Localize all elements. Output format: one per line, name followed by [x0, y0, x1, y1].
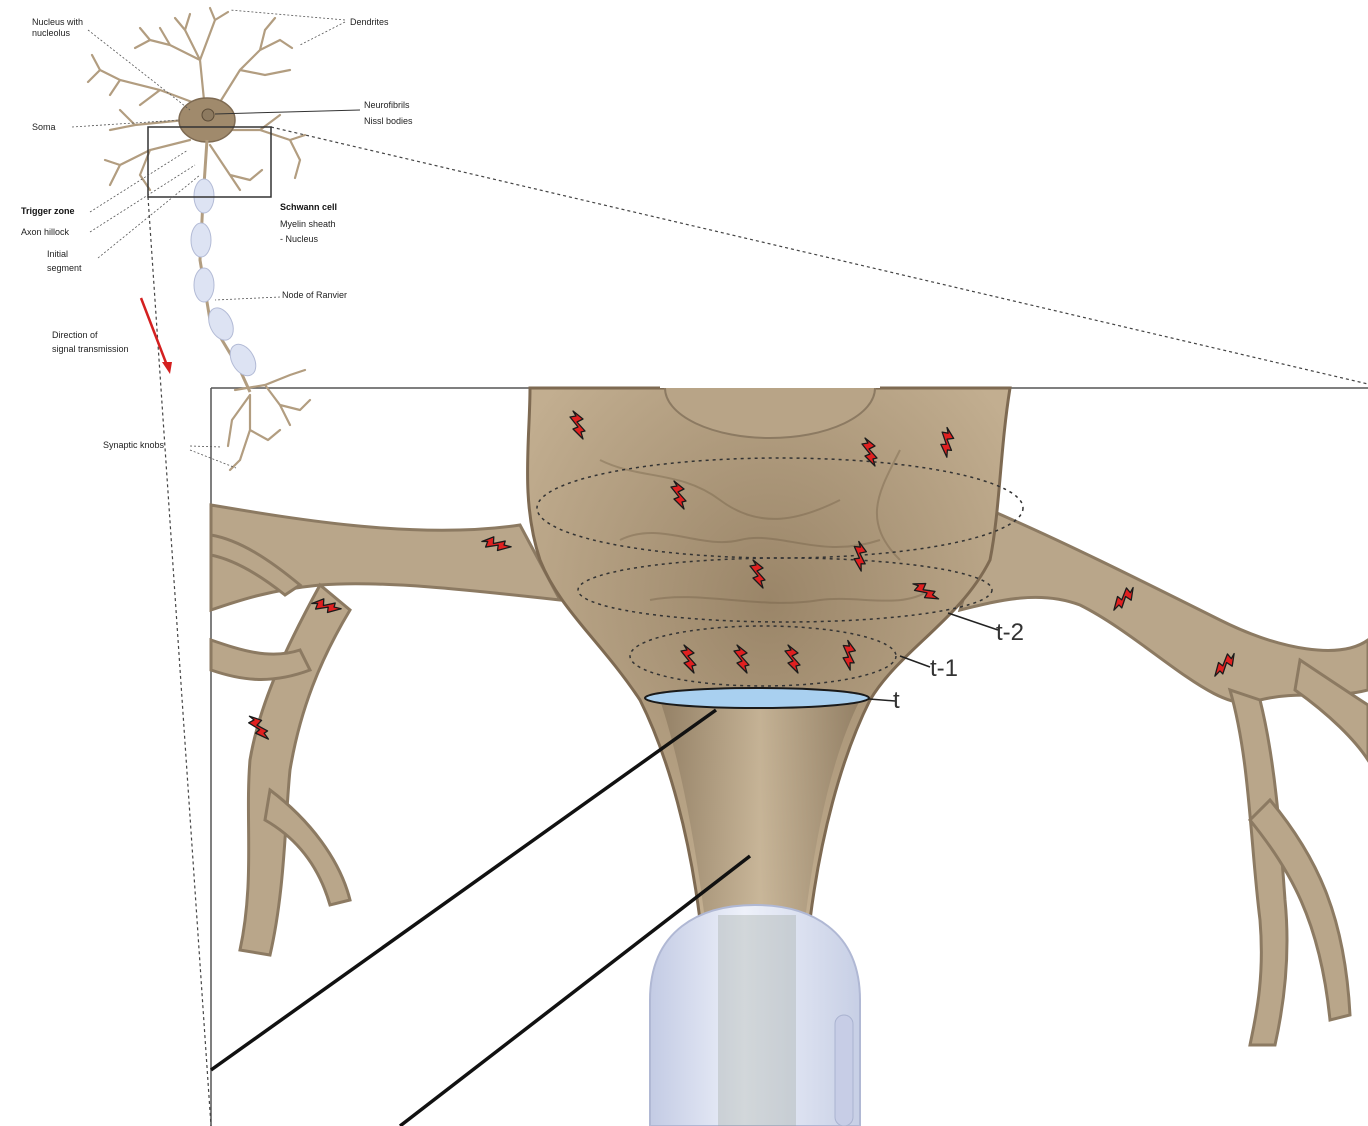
label-myelin-sheath: Myelin sheath	[280, 219, 336, 229]
zoomed-soma	[528, 330, 1011, 920]
zoomed-myelin-sheath	[650, 905, 860, 1126]
label-nucleolus: nucleolus	[32, 28, 71, 38]
label-signal-transmission: signal transmission	[52, 344, 129, 354]
label-t: t	[893, 687, 900, 714]
label-direction-of: Direction of	[52, 330, 98, 340]
label-schwann-cell: Schwann cell	[280, 202, 337, 212]
overview-nucleus	[202, 109, 214, 121]
label-trigger-zone: Trigger zone	[21, 206, 75, 216]
label-synaptic-knobs: Synaptic knobs	[103, 440, 165, 450]
label-soma: Soma	[32, 122, 56, 132]
label-axon-hillock: Axon hillock	[21, 227, 70, 237]
label-nucleus-with: Nucleus with	[32, 17, 83, 27]
zoom-panel: t-2 t-1 t	[211, 330, 1368, 1126]
label-t-minus-2: t-2	[996, 619, 1024, 646]
overview-neuron	[88, 8, 310, 470]
label-neurofibrils: Neurofibrils	[364, 100, 410, 110]
membrane-segment-t	[645, 688, 869, 708]
label-segment: segment	[47, 263, 82, 273]
label-node-of-ranvier: Node of Ranvier	[282, 290, 347, 300]
label-initial: Initial	[47, 249, 68, 259]
overview-myelin	[191, 179, 261, 380]
label-nissl-bodies: Nissl bodies	[364, 116, 413, 126]
label-nucleus: - Nucleus	[280, 234, 319, 244]
neurofibrils-leader	[215, 110, 360, 114]
red-arrow-icon	[141, 298, 172, 374]
label-t-minus-1: t-1	[930, 655, 958, 682]
label-dendrites: Dendrites	[350, 17, 389, 27]
overview-labels: Nucleus with nucleolus Dendrites Neurofi…	[21, 17, 413, 450]
right-dendrites	[960, 510, 1368, 1045]
